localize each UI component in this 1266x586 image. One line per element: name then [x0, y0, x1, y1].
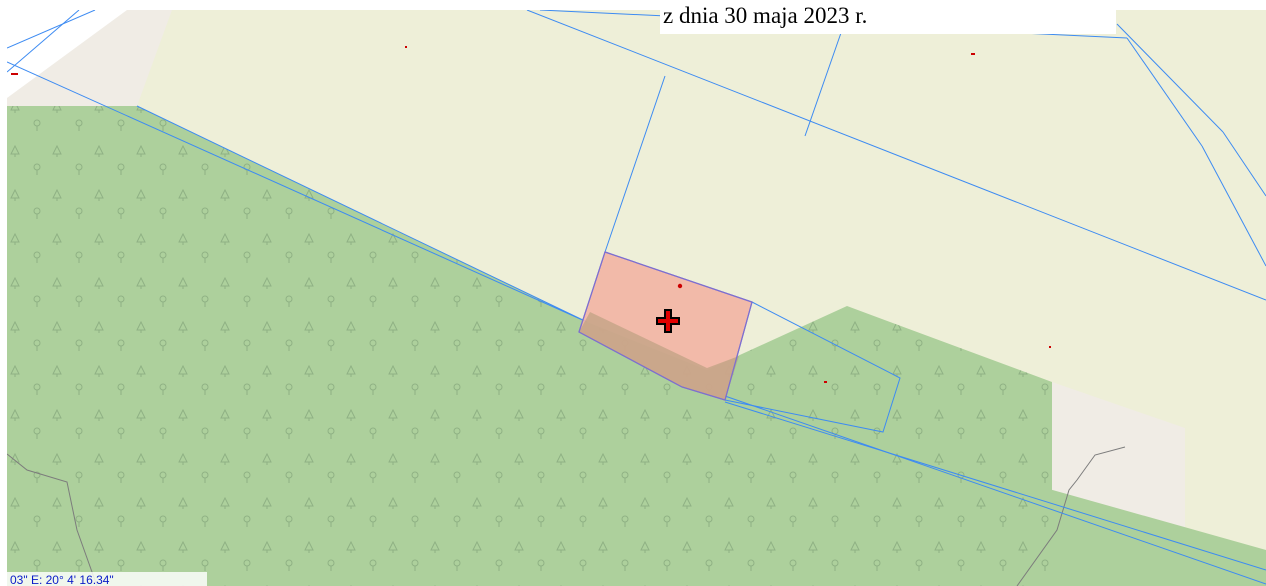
coordinates-bar: 03" E: 20° 4' 16.34" — [7, 572, 207, 586]
forest-symbols — [7, 106, 1052, 586]
point-markers — [11, 46, 1051, 383]
red-cross-marker-icon[interactable] — [656, 309, 680, 333]
document-date: z dnia 30 maja 2023 r. — [663, 3, 868, 28]
selected-parcel-outline — [578, 251, 753, 401]
selected-parcel-forest-overlap — [579, 312, 739, 400]
roads — [7, 446, 1126, 586]
road-area-top-left — [7, 10, 127, 98]
header-banner — [660, 0, 1116, 34]
parcel-boundaries — [7, 10, 1266, 585]
map-canvas[interactable] — [7, 10, 1266, 586]
coordinates-readout: 03" E: 20° 4' 16.34" — [10, 573, 114, 586]
forest-area-right — [1017, 480, 1266, 586]
